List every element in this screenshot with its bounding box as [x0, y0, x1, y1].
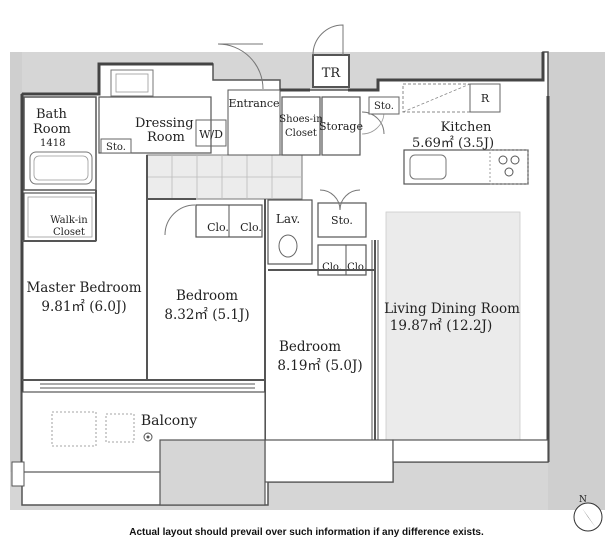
- r-label: R: [481, 92, 490, 105]
- wd-label: W/D: [199, 128, 223, 141]
- clo3-label: Clo.: [322, 262, 342, 273]
- bedrooms: Master Bedroom 9.81㎡ (6.0J) Bedroom 8.32…: [26, 280, 362, 374]
- bath-label: Bath: [36, 107, 68, 122]
- bedroom1-label: Bedroom: [176, 288, 238, 304]
- clo1-label: Clo.: [207, 221, 229, 234]
- compass: N: [573, 495, 603, 532]
- clo2-label: Clo.: [240, 221, 262, 234]
- shoes-closet-label: Closet: [285, 128, 317, 139]
- hallway: [146, 154, 303, 200]
- living-label: Living Dining Room: [384, 301, 520, 317]
- sto-bath-label: Sto.: [106, 142, 126, 153]
- master-bedroom-size: 9.81㎡ (6.0J): [41, 299, 126, 315]
- living-dining-room: Living Dining Room 19.87㎡ (12.2J): [384, 211, 521, 441]
- entrance-label: Entrance: [228, 97, 279, 110]
- kitchen-label: Kitchen: [441, 120, 492, 135]
- tr-room: TR: [312, 24, 350, 88]
- kitchen: Sto. R Kitchen 5.69㎡ (3.5J): [368, 83, 529, 185]
- clo4-label: Clo.: [347, 262, 367, 273]
- bath-label-2: Room: [33, 122, 71, 137]
- dressing-label: Dressing: [135, 116, 194, 131]
- kitchen-size: 5.69㎡ (3.5J): [412, 136, 494, 151]
- lav-label: Lav.: [276, 212, 300, 226]
- entrance-area: Entrance Shoes-in Closet Storage: [227, 89, 385, 156]
- bedroom2-size: 8.19㎡ (5.0J): [277, 358, 362, 374]
- balcony-label: Balcony: [141, 413, 197, 429]
- walkin-label: Walk-in: [50, 215, 88, 226]
- bath-room: Bath Room 1418: [23, 96, 97, 191]
- walk-in-closet: Walk-in Closet: [23, 192, 97, 242]
- shoes-in-label: Shoes-in: [279, 114, 323, 125]
- bedroom2-label: Bedroom: [279, 339, 341, 355]
- layout-notice: Actual layout should prevail over such i…: [129, 527, 484, 538]
- walkin-closet-label: Closet: [53, 227, 85, 238]
- master-bedroom-label: Master Bedroom: [26, 280, 141, 296]
- tr-label: TR: [322, 66, 342, 81]
- living-size: 19.87㎡ (12.2J): [390, 318, 492, 334]
- sto-kitchen-label: Sto.: [374, 101, 394, 112]
- balcony: Balcony: [11, 391, 549, 506]
- entrance-door: [217, 43, 264, 90]
- bath-code: 1418: [40, 138, 65, 149]
- bedroom1-size: 8.32㎡ (5.1J): [164, 307, 249, 323]
- lavatory: Lav. Sto. Clo. Clo.: [267, 189, 367, 276]
- bedroom1-closets: Clo. Clo.: [164, 204, 263, 238]
- dressing-room: Dressing Room W/D Sto.: [98, 69, 227, 154]
- sto-lav-label: Sto.: [331, 214, 353, 227]
- compass-north-label: N: [579, 495, 587, 505]
- storage-label: Storage: [319, 120, 363, 133]
- dressing-label-2: Room: [147, 130, 185, 145]
